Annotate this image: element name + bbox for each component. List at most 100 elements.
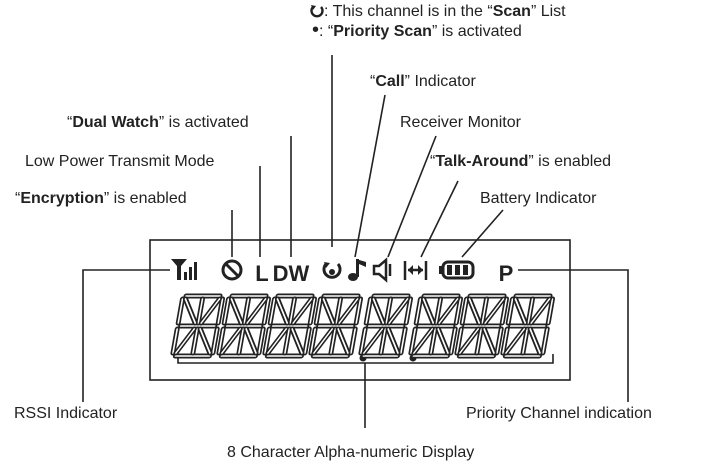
lcd-segment — [410, 328, 416, 354]
lcd-segment — [200, 298, 221, 324]
lcd-segment — [218, 328, 224, 354]
alphanumeric-character — [216, 293, 272, 359]
lcd-segment — [438, 298, 459, 324]
lcd-segment — [385, 298, 392, 324]
alphanumeric-character — [262, 293, 318, 359]
receiver-monitor-label: Receiver Monitor — [400, 114, 521, 131]
lcd-segment — [522, 328, 528, 354]
lcd-segment — [292, 298, 313, 324]
lcd-frame — [149, 239, 571, 381]
monitor-icon — [372, 257, 392, 283]
lcd-segment — [284, 328, 290, 354]
lcd-segment — [435, 298, 442, 324]
lcd-segment — [400, 328, 406, 354]
lcd-segment — [276, 298, 289, 324]
lcd-segment — [505, 328, 525, 354]
lcd-segment — [322, 298, 335, 324]
lcd-segment — [223, 298, 230, 324]
talk-around-icon — [403, 261, 428, 280]
lcd-segment — [530, 298, 551, 324]
lcd-segment — [413, 328, 433, 354]
scan-icon — [322, 262, 342, 279]
lcd-segment — [197, 298, 204, 324]
lcd-segment — [542, 328, 548, 354]
lcd-segment — [199, 328, 211, 354]
low-power-L-icon: L — [255, 261, 268, 286]
lcd-segment — [177, 298, 184, 324]
call-label: “Call” Indicator — [370, 73, 476, 90]
lcd-segment — [335, 298, 342, 324]
alphanumeric-character — [500, 293, 556, 359]
lcd-segment — [468, 298, 481, 324]
lcd-segment — [263, 298, 270, 324]
alphanumeric-character — [170, 293, 226, 359]
lcd-segment — [372, 298, 385, 324]
lcd-segment — [459, 328, 479, 354]
lcd-segment — [230, 298, 243, 324]
leader-rssi — [82, 269, 170, 402]
lcd-segment — [330, 328, 336, 354]
scan-small-icon — [310, 5, 324, 18]
priority-P-icon: P — [499, 261, 514, 286]
lcd-segment — [212, 328, 218, 354]
scan-list-label: : This channel is in the “Scan” List — [310, 2, 566, 22]
lcd-segment — [337, 328, 349, 354]
priority-scan-label: •: “Priority Scan” is activated — [312, 19, 522, 41]
lcd-segment — [245, 328, 257, 354]
lcd-segment — [360, 328, 366, 354]
alphanumeric-segments — [170, 293, 556, 362]
lcd-segment — [502, 328, 508, 354]
lcd-segment — [363, 328, 383, 354]
priority-channel-label: Priority Channel indication — [466, 405, 652, 422]
lcd-segment — [365, 298, 372, 324]
rssi-label: RSSI Indicator — [14, 405, 118, 422]
lcd-segment — [547, 298, 554, 324]
lcd-segment — [507, 298, 514, 324]
lcd-segment — [514, 298, 527, 324]
lcd-segment — [313, 328, 333, 354]
encryption-label: “Encryption” is enabled — [15, 190, 187, 207]
lcd-segment — [437, 328, 449, 354]
bullet-dot: • — [312, 19, 320, 41]
lcd-segment — [289, 298, 296, 324]
encryption-icon — [221, 259, 243, 281]
rssi-icon — [171, 259, 197, 280]
lcd-segment — [450, 328, 456, 354]
lcd-segment — [355, 298, 362, 324]
lcd-segment — [243, 298, 250, 324]
leader-priority-channel — [518, 269, 629, 402]
lcd-segment — [246, 298, 267, 324]
lcd-segment — [172, 328, 178, 354]
lcd-segment — [476, 328, 482, 354]
dual-watch-label: “Dual Watch” is activated — [67, 114, 249, 131]
dual-watch-DW-icon: DW — [273, 261, 310, 286]
lcd-segment — [405, 298, 412, 324]
lcd-segment — [315, 298, 322, 324]
leader-call — [354, 94, 386, 258]
lcd-segment — [529, 328, 541, 354]
lcd-segment — [264, 328, 270, 354]
lcd-segment — [483, 328, 495, 354]
call-icon — [348, 259, 366, 281]
lcd-segment — [184, 298, 197, 324]
alphanumeric-character — [408, 293, 464, 359]
lcd-segment — [175, 328, 195, 354]
lcd-segment — [455, 298, 462, 324]
leader-talk-around — [420, 180, 459, 258]
lcd-segment — [217, 298, 224, 324]
alphanumeric-character — [454, 293, 510, 359]
lcd-segment — [221, 328, 241, 354]
talk-around-label: “Talk-Around” is enabled — [430, 153, 612, 170]
leader-battery — [461, 209, 504, 258]
lcd-segment — [304, 328, 310, 354]
lcd-segment — [380, 328, 386, 354]
lcd-segment — [430, 328, 436, 354]
lcd-segment — [350, 328, 356, 354]
lcd-segment — [461, 298, 468, 324]
lcd-segment — [415, 298, 422, 324]
lcd-segment — [527, 298, 534, 324]
lcd-segment — [481, 298, 488, 324]
lcd-segment — [267, 328, 287, 354]
alphanumeric-character — [358, 293, 414, 359]
